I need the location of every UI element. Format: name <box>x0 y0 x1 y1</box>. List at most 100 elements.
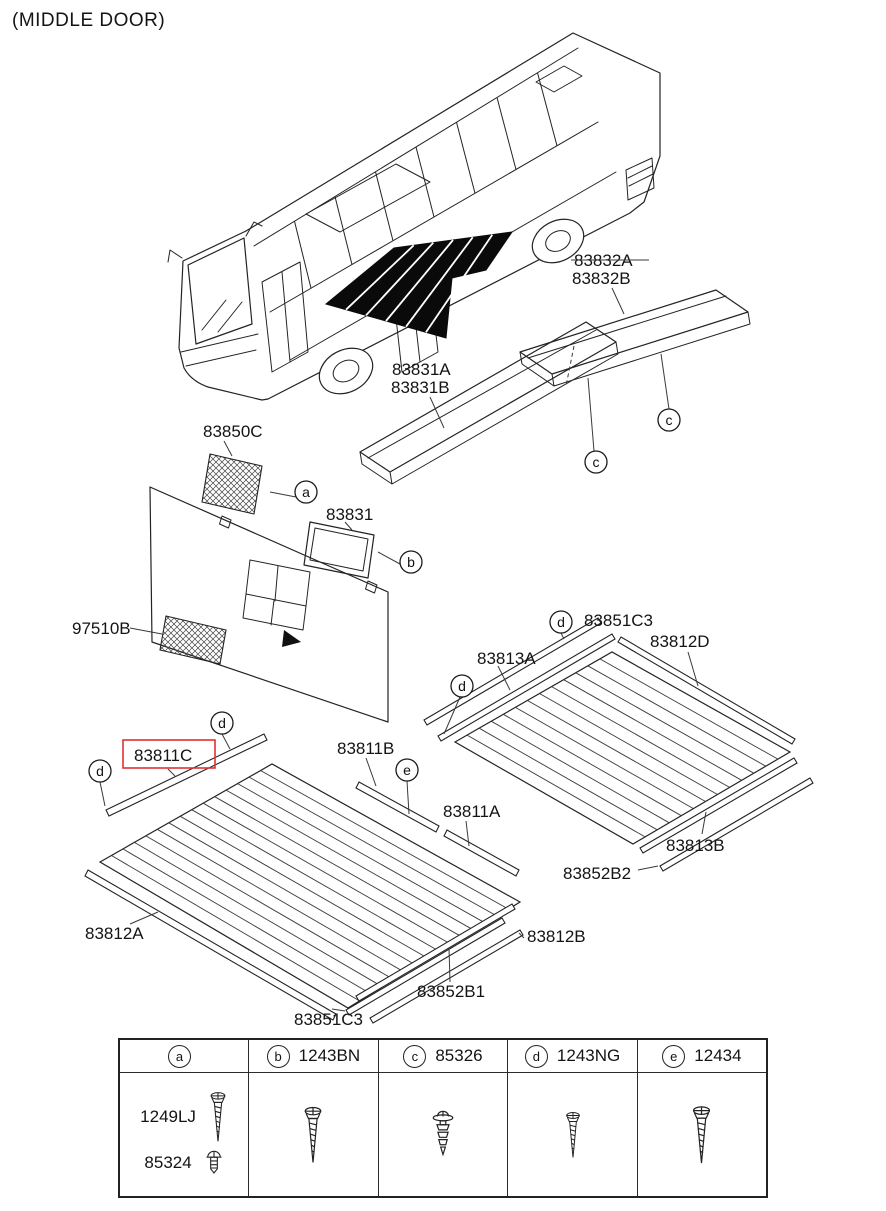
rail-83852B2 <box>659 777 814 872</box>
part-number-1243NG[interactable]: 1243NG <box>556 1046 621 1065</box>
roof-ac-unit <box>305 163 431 233</box>
part-label-83831B[interactable]: 83831B <box>391 378 450 397</box>
arrow-marker <box>282 630 301 647</box>
callout-c: c <box>584 450 608 474</box>
part-number-85326[interactable]: 85326 <box>435 1046 483 1065</box>
screw-icon <box>210 1092 226 1142</box>
callout-c-badge: c <box>403 1044 427 1068</box>
part-label-83831A[interactable]: 83831A <box>392 360 451 379</box>
rear-grille <box>625 157 655 201</box>
middle-door-floor-highlight <box>324 231 514 339</box>
part-label-83850C[interactable]: 83850C <box>203 422 263 441</box>
legend-cell-e <box>636 1072 768 1198</box>
part-label-83811A[interactable]: 83811A <box>443 802 501 821</box>
part-label-83812A[interactable]: 83812A <box>85 924 144 943</box>
callout-b: b <box>399 550 423 574</box>
rail-83813B <box>639 757 798 854</box>
callouts: a b c c d d d d e <box>88 408 681 783</box>
part-label-83813B[interactable]: 83813B <box>666 836 725 855</box>
rail-83813A <box>437 633 616 742</box>
svg-text:e: e <box>403 762 411 778</box>
legend-header-a: a <box>118 1038 250 1073</box>
rail-83812A <box>84 869 337 1021</box>
bus-illustration <box>167 32 661 401</box>
svg-text:d: d <box>218 715 226 731</box>
part-label-83811B[interactable]: 83811B <box>337 739 394 758</box>
windshield <box>187 237 253 345</box>
front-door <box>261 261 309 373</box>
part-label-83851C3-right[interactable]: 83851C3 <box>584 611 653 630</box>
page-title: (MIDDLE DOOR) <box>12 10 166 31</box>
legend-header-c: c 85326 <box>377 1038 509 1073</box>
part-label-83811C[interactable]: 83811C <box>134 746 192 765</box>
svg-text:b: b <box>407 554 415 570</box>
part-label-83852B2[interactable]: 83852B2 <box>563 864 631 883</box>
rail-83812B <box>369 929 524 1024</box>
legend-item-1249LJ: 1249LJ <box>120 1091 248 1143</box>
door-trim-panel <box>149 486 389 723</box>
part-label-83813A[interactable]: 83813A <box>477 649 536 668</box>
callout-d: d <box>450 674 474 698</box>
svg-text:d: d <box>557 614 565 630</box>
scuff-plate-83831AB <box>359 321 619 485</box>
part-label-83812D[interactable]: 83812D <box>650 632 710 651</box>
floor-panel-right <box>453 651 792 845</box>
highlight-box-83811C <box>122 739 216 769</box>
left-floor-assembly <box>84 733 524 1024</box>
floor-slats <box>111 770 509 1002</box>
clip-icon <box>432 1110 454 1157</box>
callout-e-badge: e <box>662 1044 686 1068</box>
callout-a: a <box>294 480 318 504</box>
floor-slats <box>466 658 779 838</box>
svg-text:a: a <box>302 484 310 500</box>
rail-83851C3-bottom <box>345 917 506 1016</box>
roof-hatch <box>535 65 583 93</box>
part-number-12434[interactable]: 12434 <box>694 1046 742 1065</box>
legend-cell-b <box>248 1072 379 1198</box>
rail-83852B1 <box>355 903 516 1002</box>
right-floor-assembly <box>423 617 814 872</box>
scuff-plate-83832AB <box>519 289 751 387</box>
callout-d-badge: d <box>524 1044 548 1068</box>
legend-item-85324: 85324 <box>120 1148 248 1178</box>
part-label-83852B1[interactable]: 83852B1 <box>417 982 485 1001</box>
net-83850C <box>201 453 263 515</box>
part-label-83832B[interactable]: 83832B <box>572 269 631 288</box>
legend-header-d: d 1243NG <box>507 1038 638 1073</box>
rail-83851C3-right <box>423 617 602 726</box>
part-number-1249LJ[interactable]: 1249LJ <box>140 1107 196 1126</box>
legend-header-e: e 12434 <box>636 1038 768 1073</box>
part-label-83812B[interactable]: 83812B <box>527 927 586 946</box>
callout-e: e <box>395 758 419 782</box>
svg-text:c: c <box>593 454 600 470</box>
bolt-icon <box>206 1150 222 1174</box>
part-labels: 83832A 83832B 83831A 83831B 83850C 83831… <box>72 251 725 1029</box>
callout-d: d <box>88 759 112 783</box>
svg-text:d: d <box>458 678 466 694</box>
mirror-icon <box>167 221 263 263</box>
leader-lines <box>99 287 707 1012</box>
screw-icon <box>565 1111 580 1158</box>
callout-a-badge: a <box>168 1044 192 1068</box>
part-label-97510B[interactable]: 97510B <box>72 619 131 638</box>
grille-97510B <box>159 615 227 665</box>
rail-83811B <box>355 781 440 833</box>
panel-83831 <box>303 521 375 579</box>
floor-plank-lines <box>345 234 494 333</box>
part-number-1243BN[interactable]: 1243BN <box>298 1046 361 1065</box>
part-label-83831[interactable]: 83831 <box>326 505 373 524</box>
callout-d: d <box>210 711 234 735</box>
legend-cell-a: 1249LJ 85324 <box>118 1072 250 1198</box>
callout-d: d <box>549 610 573 634</box>
part-label-83851C3-bottom[interactable]: 83851C3 <box>294 1010 363 1029</box>
rail-83812D <box>617 636 796 745</box>
svg-text:d: d <box>96 763 104 779</box>
screw-icon <box>305 1106 322 1163</box>
part-number-85324[interactable]: 85324 <box>144 1153 192 1172</box>
svg-text:c: c <box>666 412 673 428</box>
